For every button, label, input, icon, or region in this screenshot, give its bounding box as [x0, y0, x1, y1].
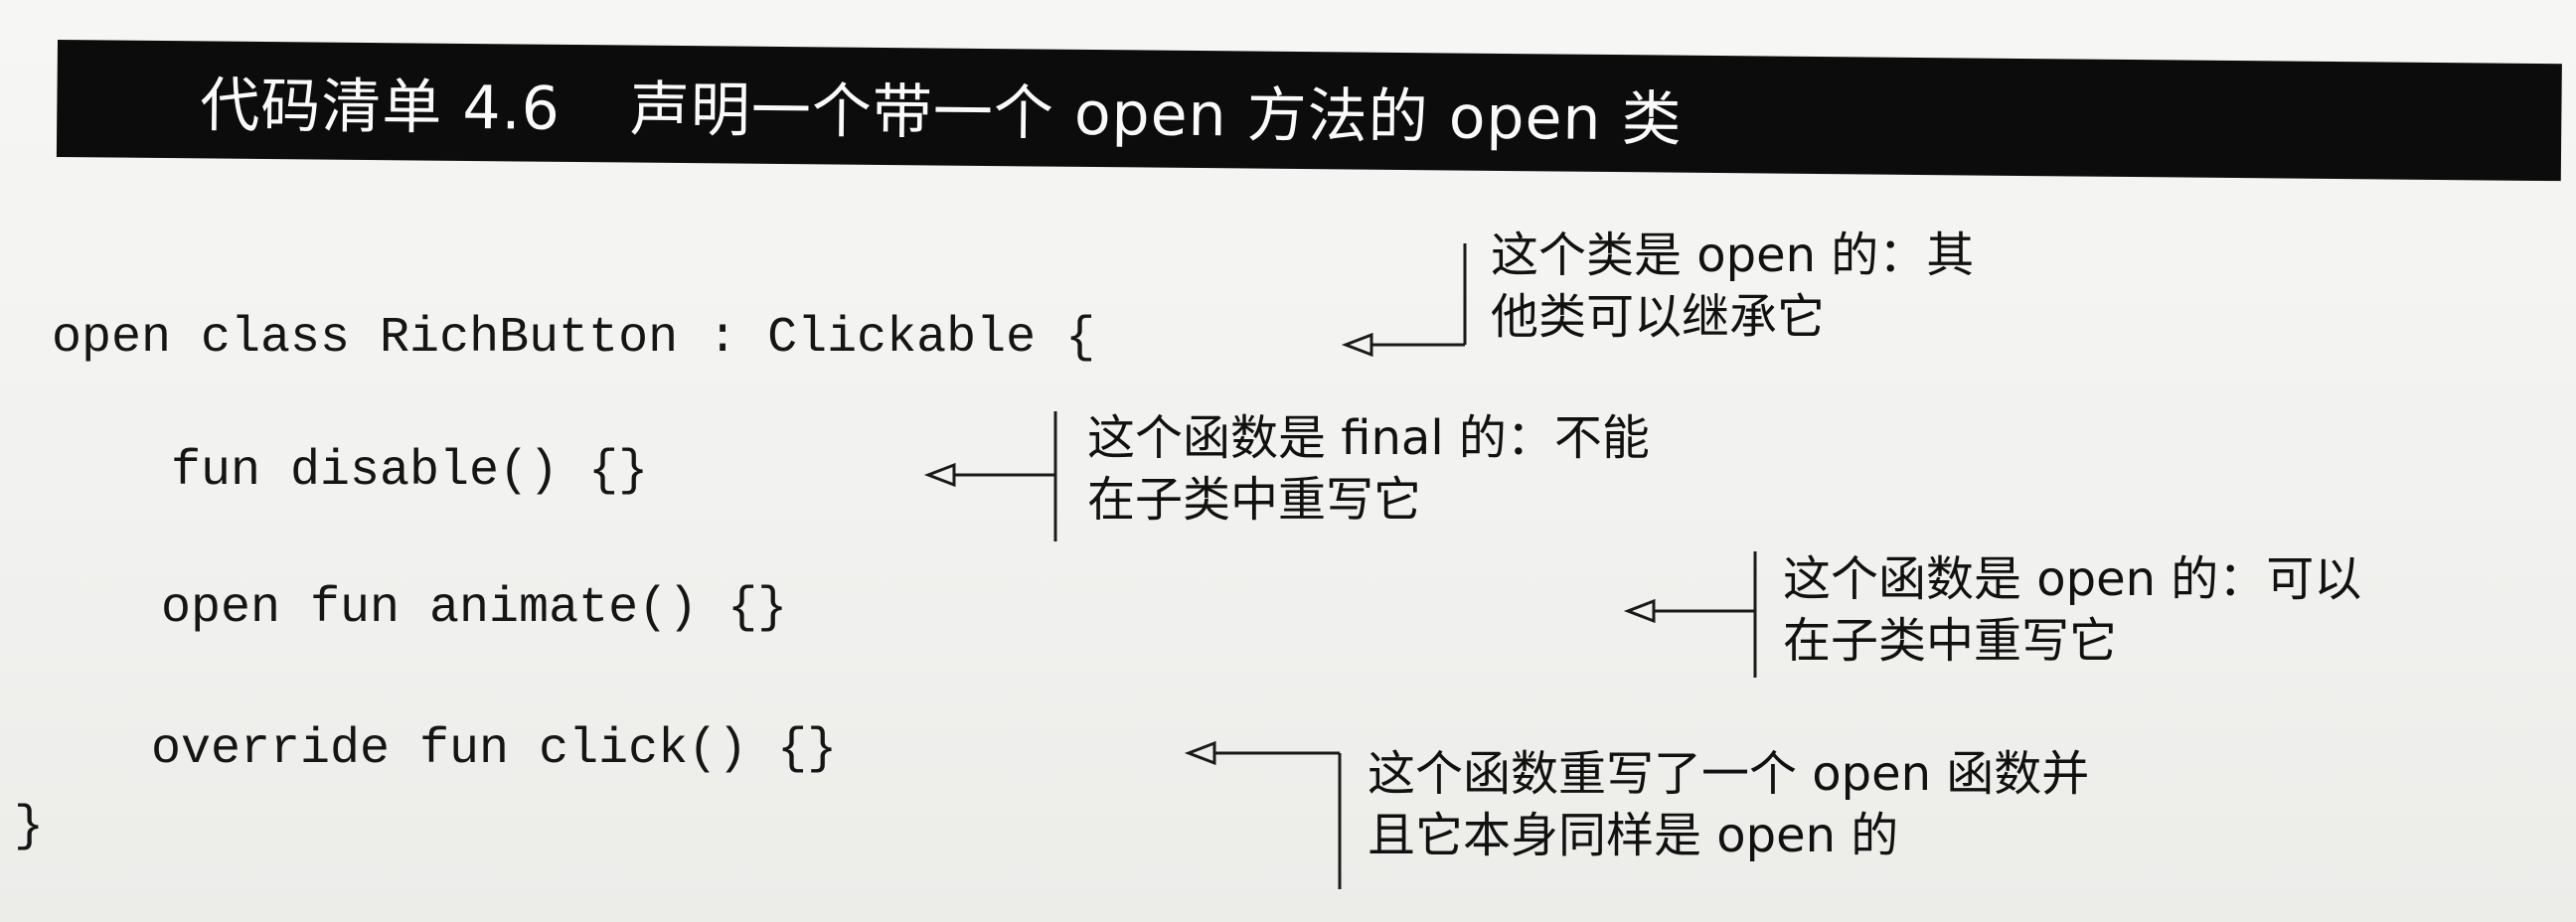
annotation-disable-final: 这个函数是 final 的：不能 在子类中重写它 [1087, 407, 1650, 531]
annotation-disable-final-line-1: 这个函数是 final 的：不能 [1087, 410, 1650, 466]
annotation-class-open-line-1: 这个类是 open 的：其 [1491, 228, 1975, 283]
annotation-click-override-line-2: 且它本身同样是 open 的 [1368, 808, 1899, 863]
annotation-animate-open-line-1: 这个函数是 open 的：可以 [1783, 551, 2362, 607]
annotation-disable-final-line-2: 在子类中重写它 [1087, 472, 1422, 528]
code-line-disable: fun disable() {} [171, 443, 649, 500]
code-line-class-declaration: open class RichButton : Clickable { [52, 310, 1096, 367]
annotation-class-open: 这个类是 open 的：其 他类可以继承它 [1491, 225, 1974, 348]
callout-arrow-animate [1623, 551, 1757, 678]
annotation-click-override-line-1: 这个函数重写了一个 open 函数并 [1368, 746, 2090, 802]
code-line-closing-brace: } [14, 799, 45, 855]
callout-arrow-click [1184, 740, 1342, 889]
annotation-animate-open-line-2: 在子类中重写它 [1783, 613, 2118, 669]
annotation-animate-open: 这个函数是 open 的：可以 在子类中重写它 [1783, 548, 2361, 672]
code-line-animate: open fun animate() {} [161, 580, 788, 637]
callout-arrow-disable [923, 411, 1057, 541]
annotation-click-override: 这个函数重写了一个 open 函数并 且它本身同样是 open 的 [1368, 743, 2089, 866]
annotation-class-open-line-2: 他类可以继承它 [1491, 289, 1826, 345]
code-line-click: override fun click() {} [151, 721, 838, 778]
callout-arrow-class [1341, 243, 1467, 358]
